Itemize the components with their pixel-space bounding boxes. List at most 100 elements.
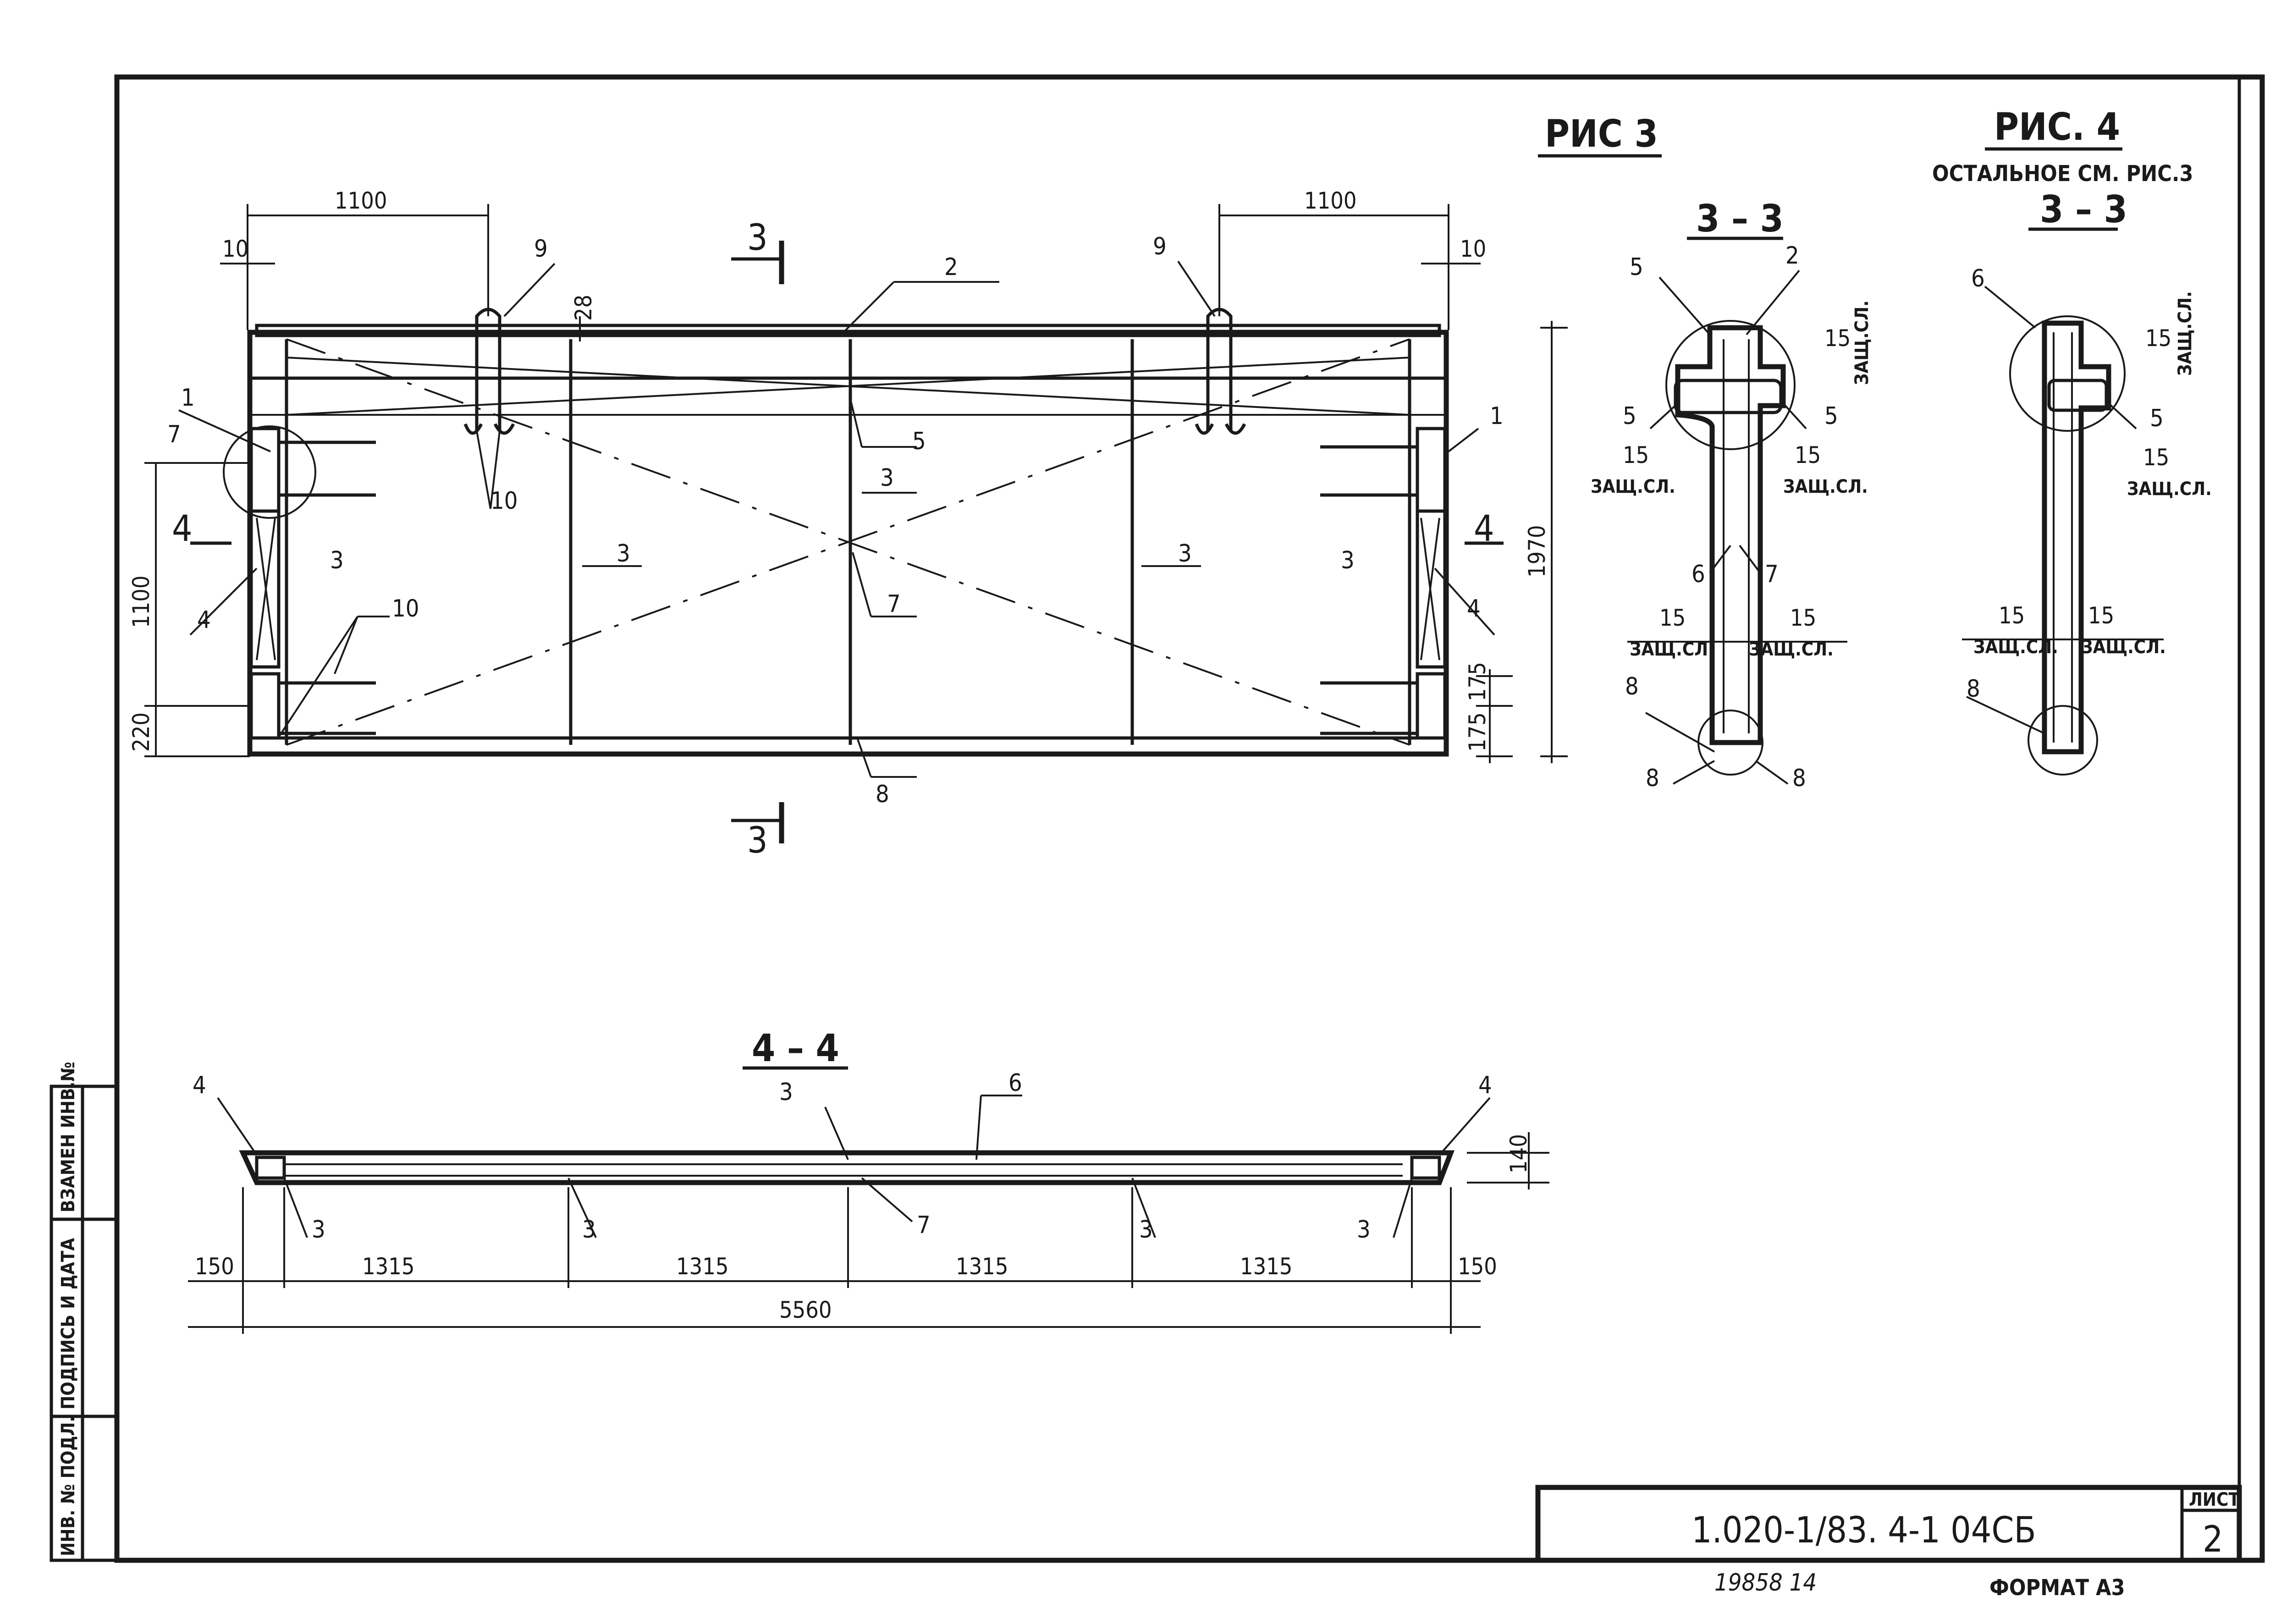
dim-175b: 175	[1464, 712, 1491, 752]
title-block-sheet-label: ЛИСТ	[2189, 1489, 2240, 1510]
pos-10-bottom: 10	[392, 595, 419, 622]
s33-pos-8-a: 8	[1625, 673, 1639, 700]
dim-top-right-1100: 1100	[1304, 187, 1356, 214]
dim-top-left-1100: 1100	[335, 187, 387, 214]
pos-2: 2	[944, 253, 958, 281]
dim-right-10: 10	[1460, 236, 1486, 262]
pos-7-left: 7	[167, 421, 181, 448]
s33-cover-mid-right: 15	[1790, 605, 1816, 631]
s33-cover-right-label: ЗАЩ.СЛ.	[1783, 476, 1868, 497]
pos-5: 5	[912, 428, 926, 455]
panel-elevation	[223, 308, 1449, 757]
section-33-title: 3 – 3	[1696, 197, 1784, 241]
pos-4-left: 4	[197, 606, 211, 634]
s33b-cover-right-label: ЗАЩ.СЛ.	[2127, 479, 2212, 500]
cut-3-top: 3	[747, 217, 768, 259]
s33b-pos-6: 6	[1971, 265, 1985, 292]
section-33b-drawing	[2009, 315, 2126, 776]
pos-3-left: 3	[617, 540, 630, 567]
s44-pos-3-a: 3	[312, 1216, 325, 1244]
s44-dim-overall: 5560	[779, 1297, 832, 1323]
s44-pos-3-c: 3	[1139, 1216, 1153, 1244]
s33b-cover-mid-left: 15	[1999, 602, 2025, 629]
s44-pos-7: 7	[917, 1211, 931, 1239]
s44-pos-3-d: 3	[1357, 1216, 1371, 1244]
s33b-cover-right: 15	[2143, 444, 2169, 471]
s33-cover-left: 15	[1623, 442, 1649, 468]
dim-left-10: 10	[222, 236, 248, 262]
s33-cover-left-label: ЗАЩ.СЛ.	[1591, 476, 1675, 497]
stamp-inv-podl: ИНВ. № ПОДЛ.	[58, 1416, 79, 1556]
s33b-cover-mid-right: 15	[2088, 602, 2114, 629]
s44-dim-1315-b: 1315	[676, 1253, 728, 1280]
section-44-drawing	[239, 1150, 1455, 1185]
s44-pos-6: 6	[1008, 1069, 1022, 1097]
sheet-frame	[50, 74, 2265, 1563]
footer-format: ФОРМАТ А3	[1989, 1575, 2125, 1601]
section-44-leaders	[217, 1095, 1491, 1238]
s33b-cover-top-label: ЗАЩ.СЛ.	[2175, 291, 2196, 376]
s33-cover-right: 15	[1795, 442, 1821, 468]
title-block	[1535, 1485, 2242, 1563]
s33-pos-5-top: 5	[1630, 253, 1643, 281]
s44-dim-1315-c: 1315	[956, 1253, 1008, 1280]
section-33-drawing	[1665, 320, 1796, 776]
pos-4-right: 4	[1467, 595, 1481, 622]
title-block-sheet-no: 2	[2203, 1519, 2223, 1560]
pos-7-center: 7	[887, 590, 901, 618]
s44-dim-1315-a: 1315	[362, 1253, 414, 1280]
section-33-leaders	[1627, 270, 1847, 785]
pos-9-right: 9	[1153, 233, 1167, 260]
pos-3-mid: 3	[880, 464, 894, 492]
s33-pos-5-left: 5	[1623, 402, 1636, 430]
dim-28: 28	[570, 295, 597, 321]
pos-1-left: 1	[181, 384, 195, 412]
s33-pos-8-c: 8	[1792, 765, 1806, 792]
section-33b-title: 3 – 3	[2040, 188, 2127, 231]
elevation-dims	[144, 204, 1568, 763]
pos-1-right: 1	[1490, 402, 1504, 430]
s44-dim-140: 140	[1505, 1134, 1532, 1173]
s44-dim-150-left: 150	[195, 1253, 234, 1280]
s33-pos-7: 7	[1765, 561, 1779, 588]
s33-pos-6: 6	[1691, 561, 1705, 588]
dim-left-1100: 1100	[128, 576, 154, 628]
pos-3-right: 3	[1178, 540, 1192, 567]
s33-cover-mid-right-label: ЗАЩ.СЛ.	[1749, 639, 1834, 660]
s33b-pos-5: 5	[2150, 405, 2164, 432]
pos-9-left: 9	[534, 235, 548, 263]
pos-3-end-right: 3	[1341, 547, 1355, 574]
pos-10-top: 10	[490, 487, 518, 515]
s33b-cover-top: 15	[2145, 325, 2171, 352]
s33-cover-top-label: ЗАЩ.СЛ.	[1851, 300, 1873, 385]
stamp-podpis: ПОДПИСЬ И ДАТА	[58, 1238, 79, 1409]
stamp-inv-vzam: ВЗАМЕН ИНВ.№	[58, 1062, 79, 1212]
cut-3-bottom: 3	[747, 820, 768, 861]
s44-dim-1315-d: 1315	[1240, 1253, 1292, 1280]
section-33b-leaders	[1962, 286, 2164, 734]
footer-number: 19858 14	[1714, 1569, 1817, 1596]
s33-cover-mid-left: 15	[1659, 605, 1686, 631]
s33b-cover-mid-left-label: ЗАЩ.СЛ.	[1973, 637, 2058, 658]
s44-pos-3-b: 3	[582, 1216, 596, 1244]
elevation-leaders	[178, 260, 1495, 778]
s33-cover-mid-left-label: ЗАЩ.СЛ.	[1630, 639, 1714, 660]
s33-pos-2: 2	[1785, 242, 1799, 270]
s44-pos-4-left: 4	[193, 1072, 206, 1099]
fig4-note: ОСТАЛЬНОЕ СМ. РИС.3	[1932, 161, 2193, 187]
s33b-cover-mid-right-label: ЗАЩ.СЛ.	[2081, 637, 2166, 658]
fig3-title: РИС 3	[1545, 112, 1658, 156]
cut-4-right: 4	[1474, 508, 1494, 550]
s44-pos-3-center: 3	[779, 1079, 793, 1106]
cut-marks	[190, 241, 1504, 843]
section-44-title: 4 – 4	[752, 1027, 839, 1070]
s44-pos-4-right: 4	[1478, 1072, 1492, 1099]
section-44-dims	[188, 1132, 1549, 1334]
dim-220: 220	[128, 712, 154, 752]
fig4-title: РИС. 4	[1994, 105, 2120, 149]
cut-4-left: 4	[172, 508, 193, 550]
title-block-code: 1.020-1/83. 4-1 04СБ	[1691, 1510, 2036, 1551]
s33-pos-8-b: 8	[1646, 765, 1659, 792]
dim-height-1970: 1970	[1524, 525, 1550, 578]
